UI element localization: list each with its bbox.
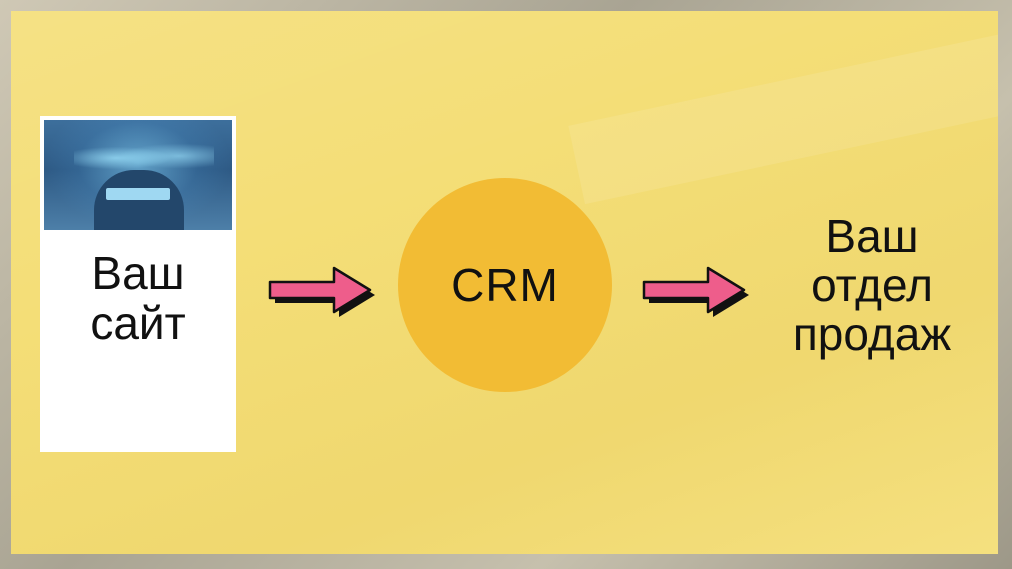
photo-person	[94, 170, 184, 230]
website-card: Ваш сайт	[40, 116, 236, 452]
right-arrow-icon	[642, 266, 749, 317]
crm-circle: CRM	[398, 178, 612, 392]
right-arrow-icon	[268, 266, 375, 317]
photo-tablet	[106, 188, 170, 200]
sales-department-label: Ваш отдел продаж	[772, 212, 972, 359]
sales-label-line2: отдел	[811, 259, 933, 311]
sales-label-line1: Ваш	[825, 210, 919, 262]
sales-label-line3: продаж	[792, 308, 952, 360]
crm-label: CRM	[451, 259, 559, 311]
website-label: Ваш сайт	[40, 248, 236, 348]
business-tablet-photo	[44, 120, 232, 230]
website-label-line2: сайт	[90, 297, 186, 349]
website-label-line1: Ваш	[91, 247, 185, 299]
